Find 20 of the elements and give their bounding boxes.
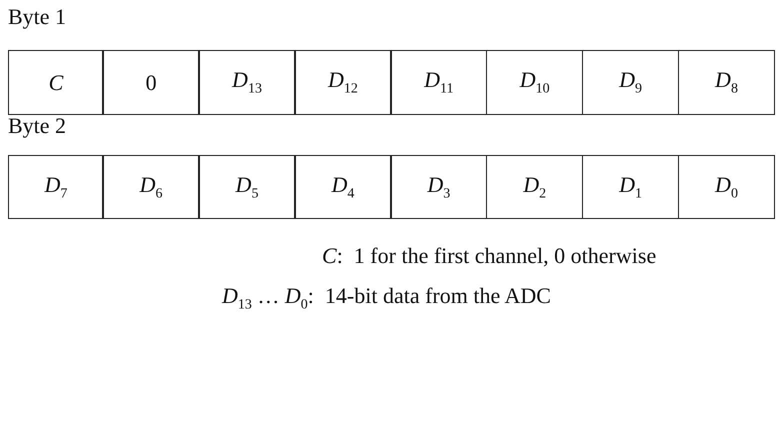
bit-field-cell: C [8, 50, 104, 115]
bit-field-cell: D$_{2}$ [486, 155, 584, 219]
bit-field-cell: D$_{3}$ [390, 155, 488, 219]
bit-field-cell: D$_{11}$ [390, 50, 488, 115]
bit-field-cell: D$_{8}$ [678, 50, 776, 115]
bit-field-cell: D$_{4}$ [294, 155, 392, 219]
bit-field-cell: D$_{13}$ [198, 50, 296, 115]
bit-field-cell: D$_{0}$ [678, 155, 776, 219]
bit-field-cell: D$_{10}$ [486, 50, 584, 115]
bit-field-cell: 0 [102, 50, 200, 115]
bit-field-cell: D$_{7}$ [8, 155, 104, 219]
bit-field-cell: D$_{9}$ [582, 50, 680, 115]
legend-note: C: 1 for the first channel, 0 otherwise [322, 243, 656, 269]
legend-note: D$_{13}$ … D$_{0}$: 14-bit data from the ADC [222, 283, 551, 314]
byte-heading: Byte 1 [8, 4, 66, 30]
byte-heading: Byte 2 [8, 113, 66, 139]
bit-field-cell: D$_{1}$ [582, 155, 680, 219]
bit-field-cell: D$_{6}$ [102, 155, 200, 219]
bit-field-cell: D$_{12}$ [294, 50, 392, 115]
bit-field-cell: D$_{5}$ [198, 155, 296, 219]
